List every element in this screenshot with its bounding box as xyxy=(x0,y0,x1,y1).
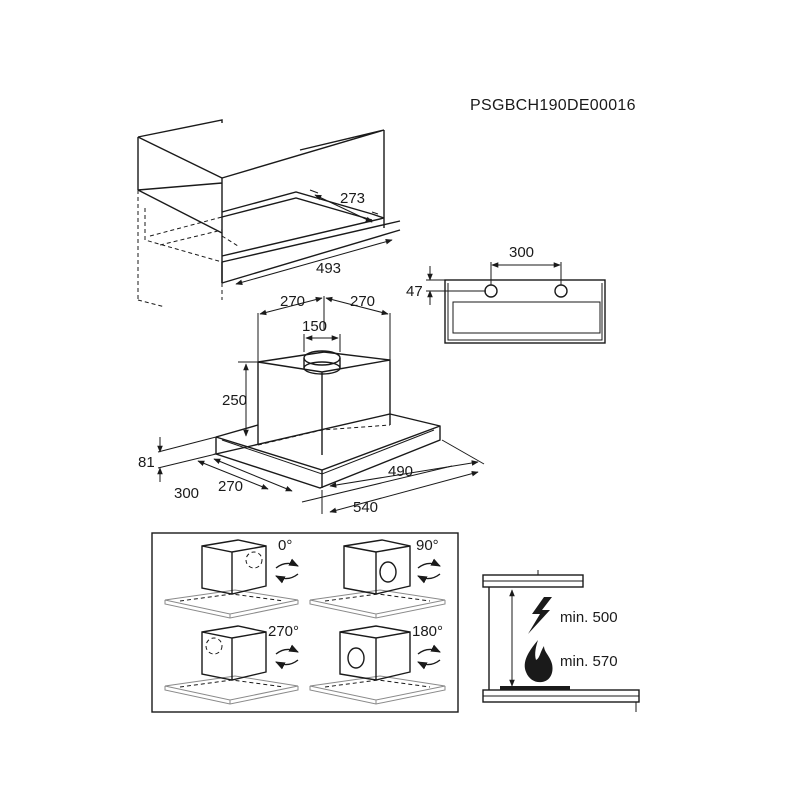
mount-hole-left xyxy=(484,284,498,298)
orientation-unit-0: 0° xyxy=(164,537,299,619)
orientation-panel: 0° 90° 270° xyxy=(151,532,459,713)
bracket-spacing-label: 300 xyxy=(509,244,534,261)
rotate-icon xyxy=(417,644,441,670)
orientation-angle-270: 270° xyxy=(268,623,299,640)
orientation-angle-90: 90° xyxy=(416,537,439,554)
hood-width-outer-label: 540 xyxy=(353,499,378,516)
rotate-icon xyxy=(417,558,441,584)
electric-icon xyxy=(528,597,552,634)
rotate-icon xyxy=(275,558,299,584)
bracket-drawing: 300 47 xyxy=(406,244,606,344)
mount-hole-right xyxy=(554,284,568,298)
document-code: PSGBCH190DE00016 xyxy=(470,97,636,114)
hood-drawing: 270 270 150 250 81 300 270 490 540 xyxy=(138,293,485,516)
hood-depth-outer-label: 300 xyxy=(174,485,199,502)
hood-front-height-label: 81 xyxy=(138,454,155,471)
hood-right-offset-label: 270 xyxy=(350,293,375,310)
hood-outlet-label: 150 xyxy=(302,318,327,335)
hood-chimney-height-label: 250 xyxy=(222,392,247,409)
orientation-unit-90: 90° xyxy=(309,537,446,619)
cabinet-width-label: 493 xyxy=(316,260,341,277)
orientation-angle-180: 180° xyxy=(412,623,443,640)
cabinet-depth-label: 273 xyxy=(340,190,365,207)
hood-depth-inner-label: 270 xyxy=(218,478,243,495)
clearance-drawing: min. 500 min. 570 xyxy=(482,570,640,712)
flame-icon xyxy=(524,640,553,683)
clearance-gas-label: min. 570 xyxy=(560,653,618,670)
orientation-unit-270: 270° xyxy=(164,623,299,705)
hood-left-offset-label: 270 xyxy=(280,293,305,310)
clearance-electric-label: min. 500 xyxy=(560,609,618,626)
rotate-icon xyxy=(275,644,299,670)
cabinet-drawing: 273 493 xyxy=(137,119,401,308)
bracket-height-label: 47 xyxy=(406,283,423,300)
hood-width-inner-label: 490 xyxy=(388,463,413,480)
orientation-angle-0: 0° xyxy=(278,537,292,554)
orientation-unit-180: 180° xyxy=(309,623,446,705)
